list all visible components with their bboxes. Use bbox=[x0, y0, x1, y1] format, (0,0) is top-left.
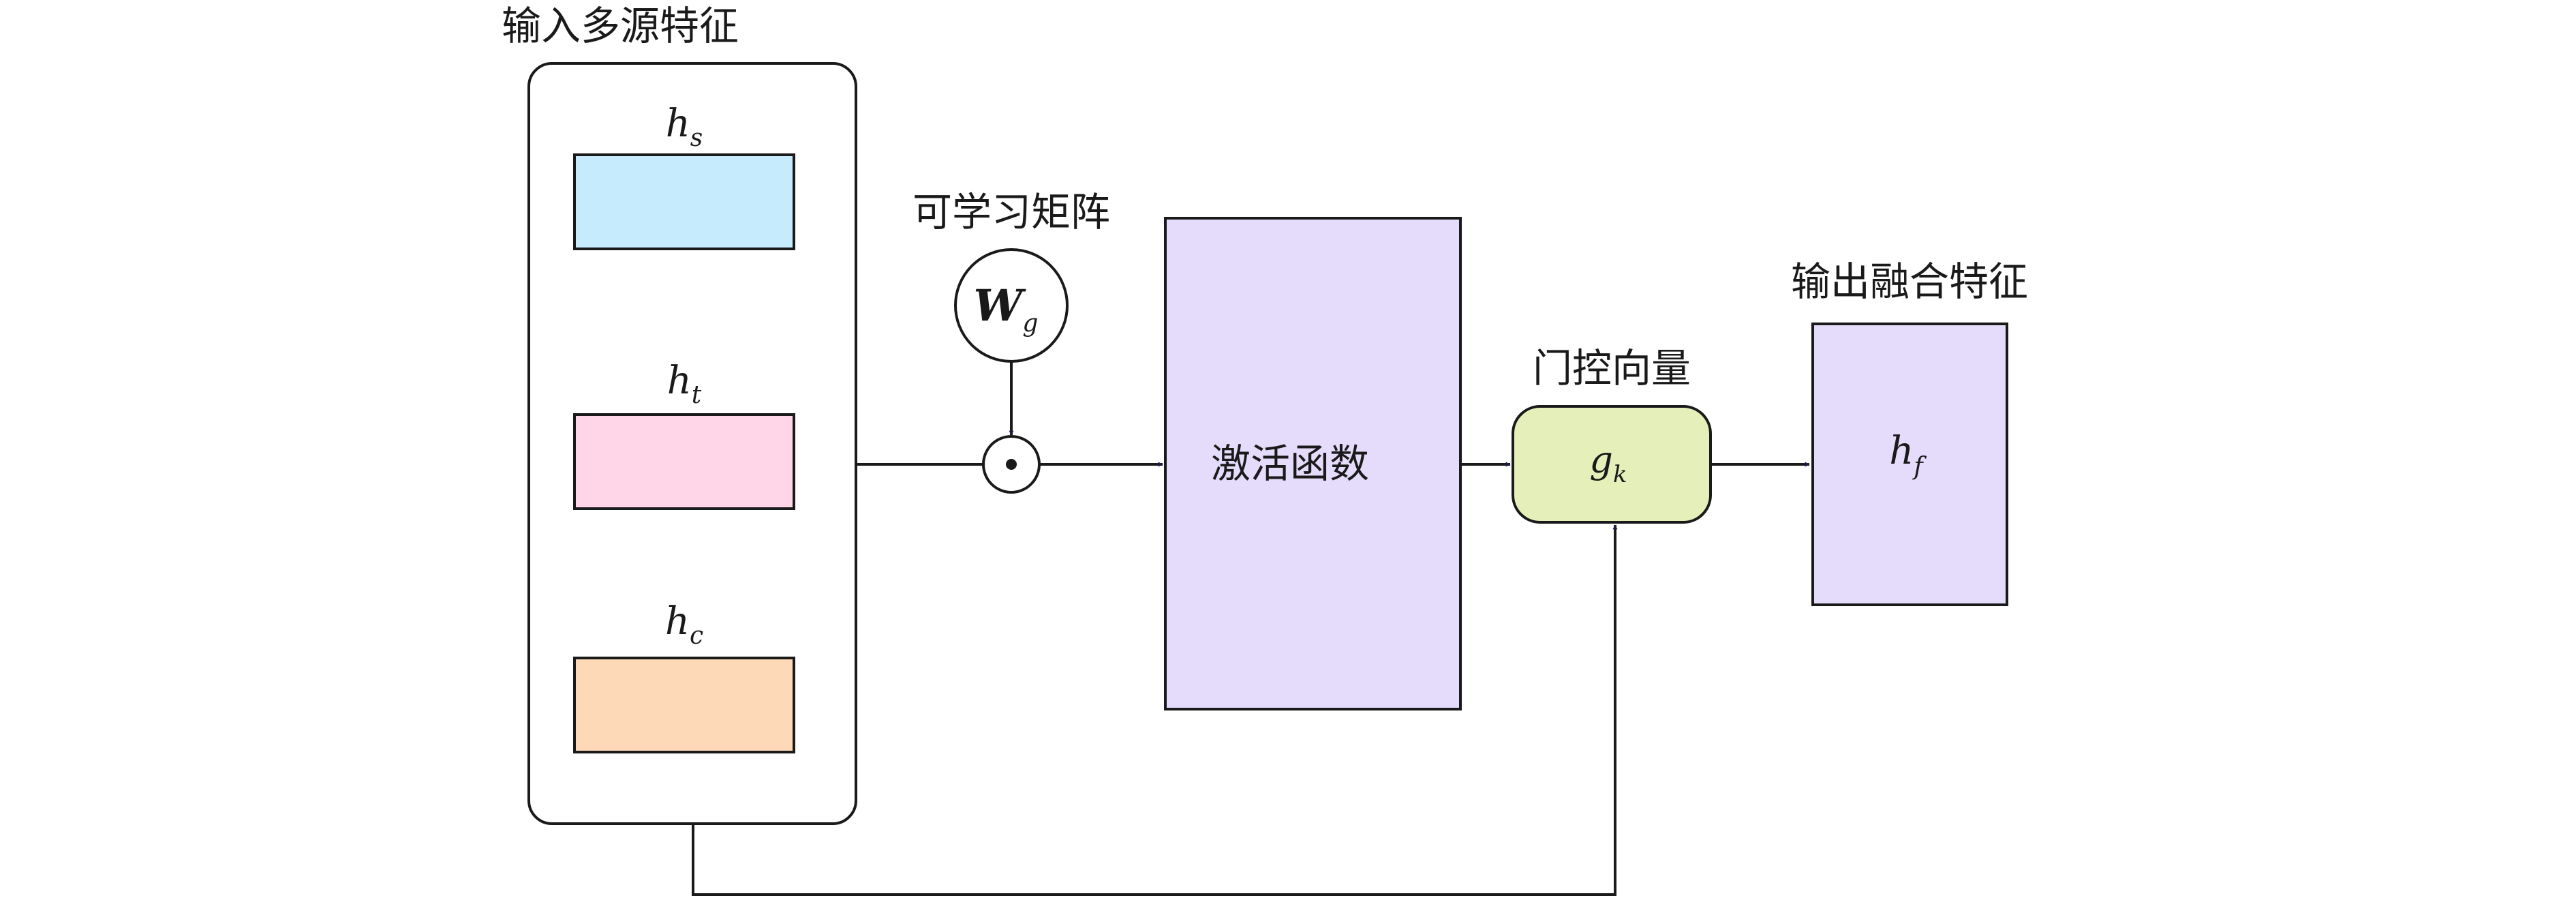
activation-label: 激活函数 bbox=[1211, 440, 1369, 487]
gate-base: g bbox=[1589, 438, 1613, 481]
gate-sub: k bbox=[1613, 461, 1627, 488]
gate-symbol: gk bbox=[1589, 438, 1627, 488]
weight-sub: g bbox=[1022, 310, 1038, 338]
weight-base: W bbox=[974, 280, 1027, 331]
multiply-dot-icon bbox=[1006, 459, 1017, 470]
feature-ht-sub: t bbox=[692, 381, 702, 409]
skip-connection-arrow bbox=[692, 524, 1618, 896]
input-group-title: 输入多源特征 bbox=[502, 3, 739, 49]
output-box bbox=[1811, 323, 2008, 606]
feature-ht-box bbox=[573, 413, 795, 510]
activation-box bbox=[1164, 217, 1462, 710]
feature-hs-base: h bbox=[666, 102, 690, 146]
weight-title: 可学习矩阵 bbox=[913, 189, 1110, 235]
output-base: h bbox=[1889, 429, 1914, 473]
feature-hc-box bbox=[573, 657, 795, 753]
feature-hs-label: hs bbox=[666, 102, 703, 152]
weight-symbol: Wg bbox=[974, 280, 1039, 338]
gate-title: 门控向量 bbox=[1533, 345, 1691, 391]
output-title: 输出融合特征 bbox=[1791, 258, 2028, 305]
feature-ht-base: h bbox=[667, 359, 692, 403]
feature-hc-base: h bbox=[665, 599, 690, 644]
feature-hs-box bbox=[573, 153, 795, 250]
feature-hs-sub: s bbox=[690, 124, 703, 152]
feature-ht-label: ht bbox=[667, 359, 702, 409]
feature-hc-label: hc bbox=[665, 599, 703, 650]
feature-hc-sub: c bbox=[690, 622, 703, 650]
